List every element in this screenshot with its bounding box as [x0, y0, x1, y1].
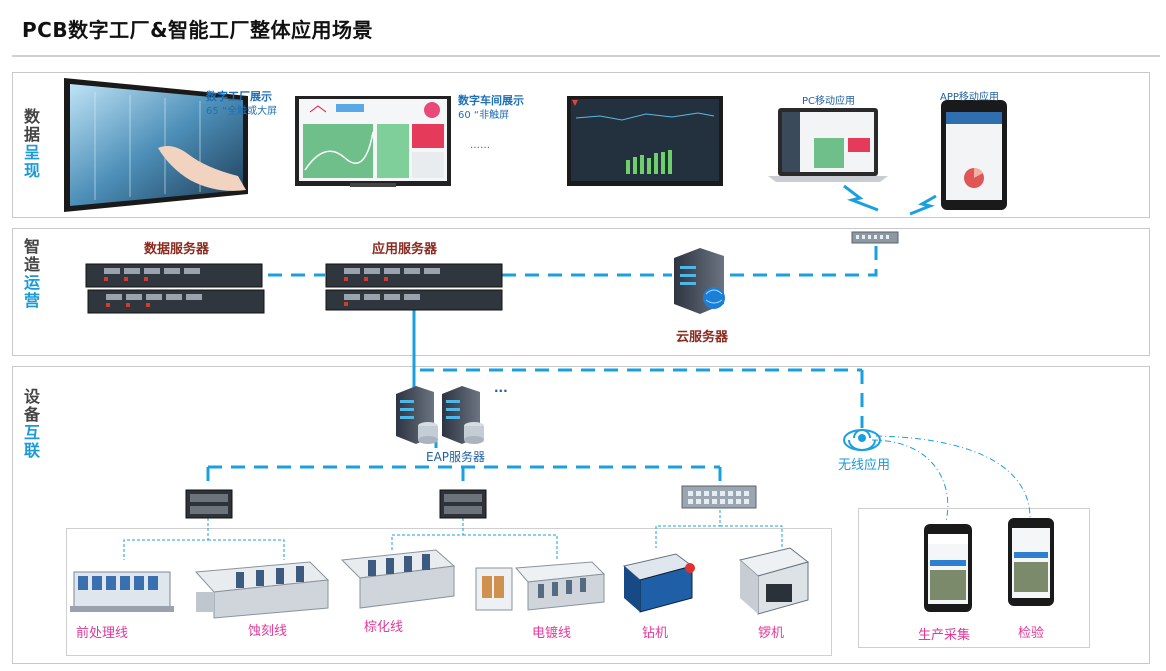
equipment-drops: [123, 510, 783, 560]
eap-ellipsis: ···: [494, 384, 508, 398]
mobile-label-collection: 生产采集: [918, 628, 971, 643]
workshop-display-title: 数字车间展示: [458, 94, 524, 107]
wireless-antenna-icon: [843, 429, 881, 451]
data-server-rack: [85, 263, 265, 314]
drilling-machine: [622, 553, 695, 613]
plating-line-machine: [475, 561, 606, 611]
network-links: [206, 244, 878, 490]
switch-middle: [439, 489, 487, 519]
section-label-ops: 智造运营: [24, 237, 41, 310]
etching-line-machine: [194, 561, 330, 619]
pretreatment-line-machine: [70, 571, 174, 612]
wireless-label: 无线应用: [838, 458, 891, 473]
workshop-monitor: [567, 96, 723, 186]
equipment-label-etching: 蚀刻线: [248, 624, 288, 639]
app-server-label: 应用服务器: [372, 242, 438, 257]
factory-display-subtitle: 65 “全触或大屏: [206, 106, 278, 117]
section-device-interconnect: [12, 366, 1150, 664]
pc-mobile-label: PC移动应用: [802, 96, 856, 107]
wireless-switch: [851, 231, 899, 244]
browning-line-machine: [340, 549, 456, 609]
display-ellipsis: ……: [470, 140, 490, 151]
page-title: PCB数字工厂&智能工厂整体应用场景: [22, 18, 374, 42]
equipment-label-plating: 电镀线: [532, 626, 572, 641]
factory-display-title: 数字工厂展示: [206, 90, 272, 103]
section-label-devices: 设备互联: [24, 387, 41, 460]
eap-server-label: EAP服务器: [426, 450, 486, 464]
wireless-arcs: [871, 435, 1031, 523]
signal-bolt-right: [909, 194, 937, 216]
switch-right: [681, 485, 757, 509]
eap-server-icon: [396, 386, 484, 444]
collection-phone: [924, 524, 972, 612]
cloud-server-icon: [674, 248, 725, 314]
app-mobile-label: APP移动应用: [940, 92, 999, 103]
switch-left: [185, 489, 233, 519]
mobile-terminal-panel: [858, 508, 1090, 648]
workshop-display-subtitle: 60 “非触屏: [458, 110, 510, 121]
dashboard-monitor: [295, 96, 451, 187]
equipment-label-drilling: 钻机: [642, 626, 669, 641]
link-cloud-switch: [730, 244, 878, 277]
signal-bolt-left: [843, 184, 879, 212]
large-touch-screen: [64, 78, 248, 212]
inspection-phone: [1008, 518, 1054, 606]
equipment-label-browning: 棕化线: [364, 620, 404, 635]
tablet-device: [941, 100, 1007, 210]
cloud-server-label: 云服务器: [676, 330, 729, 345]
laptop-device: [768, 108, 888, 182]
app-server-rack: [325, 263, 503, 311]
mobile-label-inspection: 检验: [1018, 626, 1045, 641]
section-label-display: 数据呈现: [24, 107, 41, 180]
routing-machine: [738, 547, 810, 615]
title-divider: [12, 55, 1160, 57]
equipment-label-routing: 锣机: [758, 626, 785, 641]
section-smart-operations: [12, 228, 1150, 356]
section-data-display: [12, 72, 1150, 218]
data-server-label: 数据服务器: [144, 242, 210, 257]
equipment-label-pretreatment: 前处理线: [76, 626, 129, 641]
equipment-panel: [66, 528, 832, 656]
